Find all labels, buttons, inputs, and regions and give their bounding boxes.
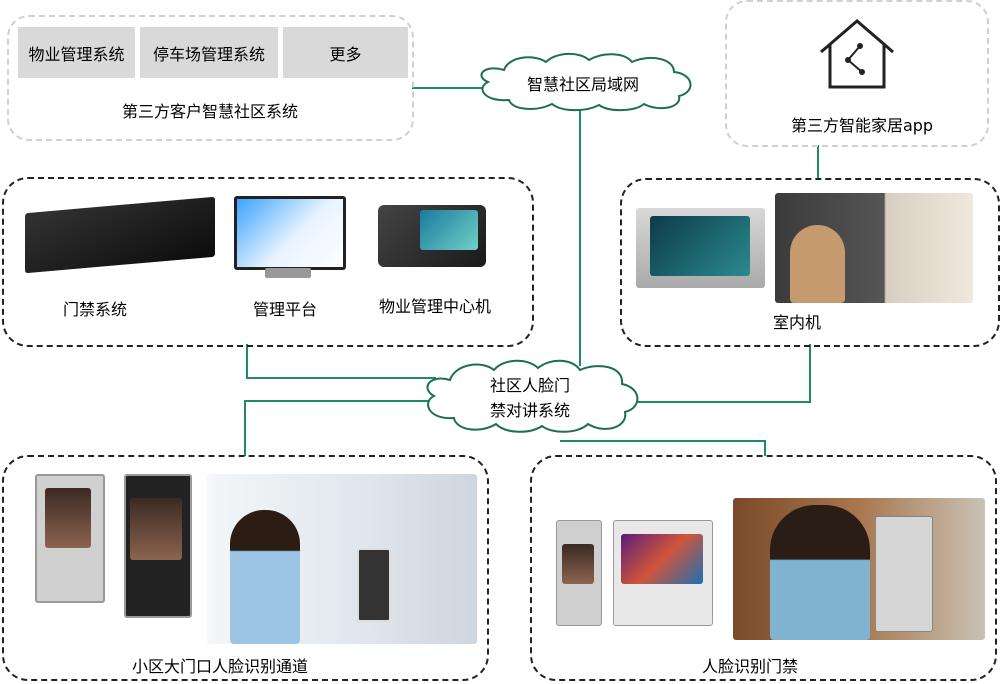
indoor-group-box bbox=[620, 178, 1000, 347]
smart-home-label: 第三方智能家居app bbox=[790, 116, 934, 135]
indoor-monitor-screen bbox=[650, 216, 750, 276]
access-control-label: 门禁系统 bbox=[62, 300, 128, 319]
property-management-cell: 物业管理系统 bbox=[18, 27, 135, 78]
gate-group-box bbox=[2, 455, 489, 681]
link-line bbox=[246, 344, 248, 378]
indoor-label: 室内机 bbox=[772, 313, 822, 332]
link-line bbox=[244, 400, 246, 456]
more-cell: 更多 bbox=[283, 27, 408, 78]
smart-home-icon bbox=[820, 19, 894, 89]
link-line bbox=[809, 344, 811, 402]
link-line bbox=[560, 440, 766, 442]
door-station-3 bbox=[875, 516, 933, 632]
phone-screen bbox=[420, 210, 478, 250]
link-line bbox=[630, 401, 811, 403]
intercom-cloud-line1: 社区人脸门 bbox=[489, 376, 571, 395]
woman-figure bbox=[230, 510, 300, 644]
monitor-stand bbox=[265, 268, 311, 278]
door-group-box bbox=[530, 455, 997, 681]
gate-terminal bbox=[357, 548, 391, 622]
management-group-box bbox=[2, 177, 534, 347]
third-party-system-label: 第三方客户智慧社区系统 bbox=[121, 102, 299, 121]
door-station-2-screen bbox=[621, 534, 703, 584]
management-platform-label: 管理平台 bbox=[252, 300, 318, 319]
intercom-cloud-line2: 禁对讲系统 bbox=[489, 401, 571, 420]
management-platform-monitor bbox=[234, 196, 346, 270]
property-center-label: 物业管理中心机 bbox=[378, 297, 492, 316]
terminal-2-screen bbox=[130, 498, 182, 560]
lan-cloud-label: 智慧社区局域网 bbox=[526, 75, 640, 94]
link-line bbox=[817, 145, 819, 178]
door-station-1-screen bbox=[562, 544, 594, 584]
link-line bbox=[244, 400, 434, 402]
link-line bbox=[246, 377, 436, 379]
terminal-1-screen bbox=[45, 488, 91, 548]
third-party-system-box bbox=[7, 15, 414, 141]
parking-management-cell: 停车场管理系统 bbox=[140, 27, 278, 78]
link-line bbox=[579, 106, 581, 366]
link-line bbox=[412, 87, 482, 89]
door-label: 人脸识别门禁 bbox=[701, 657, 799, 676]
person-figure bbox=[790, 225, 845, 303]
cloud-icon bbox=[480, 52, 692, 112]
cloud-icon bbox=[426, 359, 639, 433]
gate-label: 小区大门口人脸识别通道 bbox=[131, 657, 309, 676]
link-line bbox=[764, 440, 766, 456]
smart-home-box bbox=[725, 0, 989, 147]
visitor-figure bbox=[770, 505, 870, 640]
